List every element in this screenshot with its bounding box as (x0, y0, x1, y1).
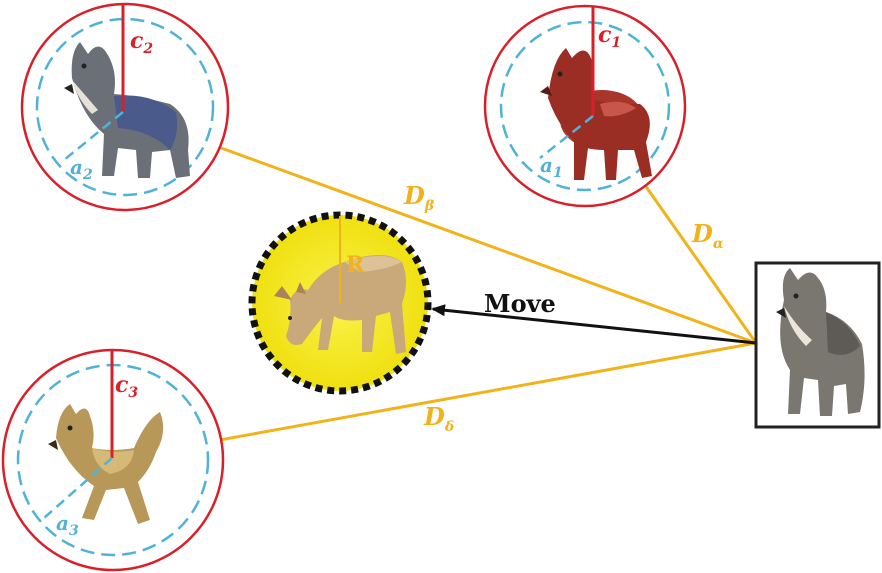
golden-jackal-icon (48, 404, 164, 524)
beta-a-radius-line (63, 111, 124, 161)
delta-c-label: c3 (115, 372, 138, 401)
alpha-a-radius-line (539, 115, 594, 159)
beta-dashed-circle (35, 17, 215, 197)
alpha-a-label: a1 (540, 153, 563, 181)
beta-c-label: c2 (130, 28, 153, 57)
beta-wolf-group: c2 a2 (20, 2, 230, 212)
distance-label-beta: Dβ (403, 181, 435, 214)
prey-group: R (248, 211, 432, 395)
alpha-c-label: c1 (598, 22, 621, 51)
move-arrow (431, 304, 757, 345)
deer-icon (274, 255, 406, 354)
distance-label-alpha: Dα (691, 219, 724, 252)
alpha-wolf-group: c1 a1 (483, 4, 687, 208)
move-label: Move (484, 289, 556, 318)
grey-wolf-icon (64, 42, 190, 178)
distance-line-delta (118, 341, 757, 462)
alpha-dashed-circle (499, 20, 671, 192)
beta-a-label: a2 (70, 155, 93, 183)
delta-a-label: a3 (56, 511, 79, 539)
grey-wolf-portrait-icon (776, 268, 865, 416)
distance-line-beta (126, 112, 757, 345)
red-wolf-icon (540, 48, 652, 180)
prey-radius-label: R (346, 252, 365, 278)
distance-label-delta: Dδ (423, 402, 454, 435)
delta-wolf-group: c3 a3 (1, 348, 225, 572)
omega-wolf-box (754, 261, 881, 429)
